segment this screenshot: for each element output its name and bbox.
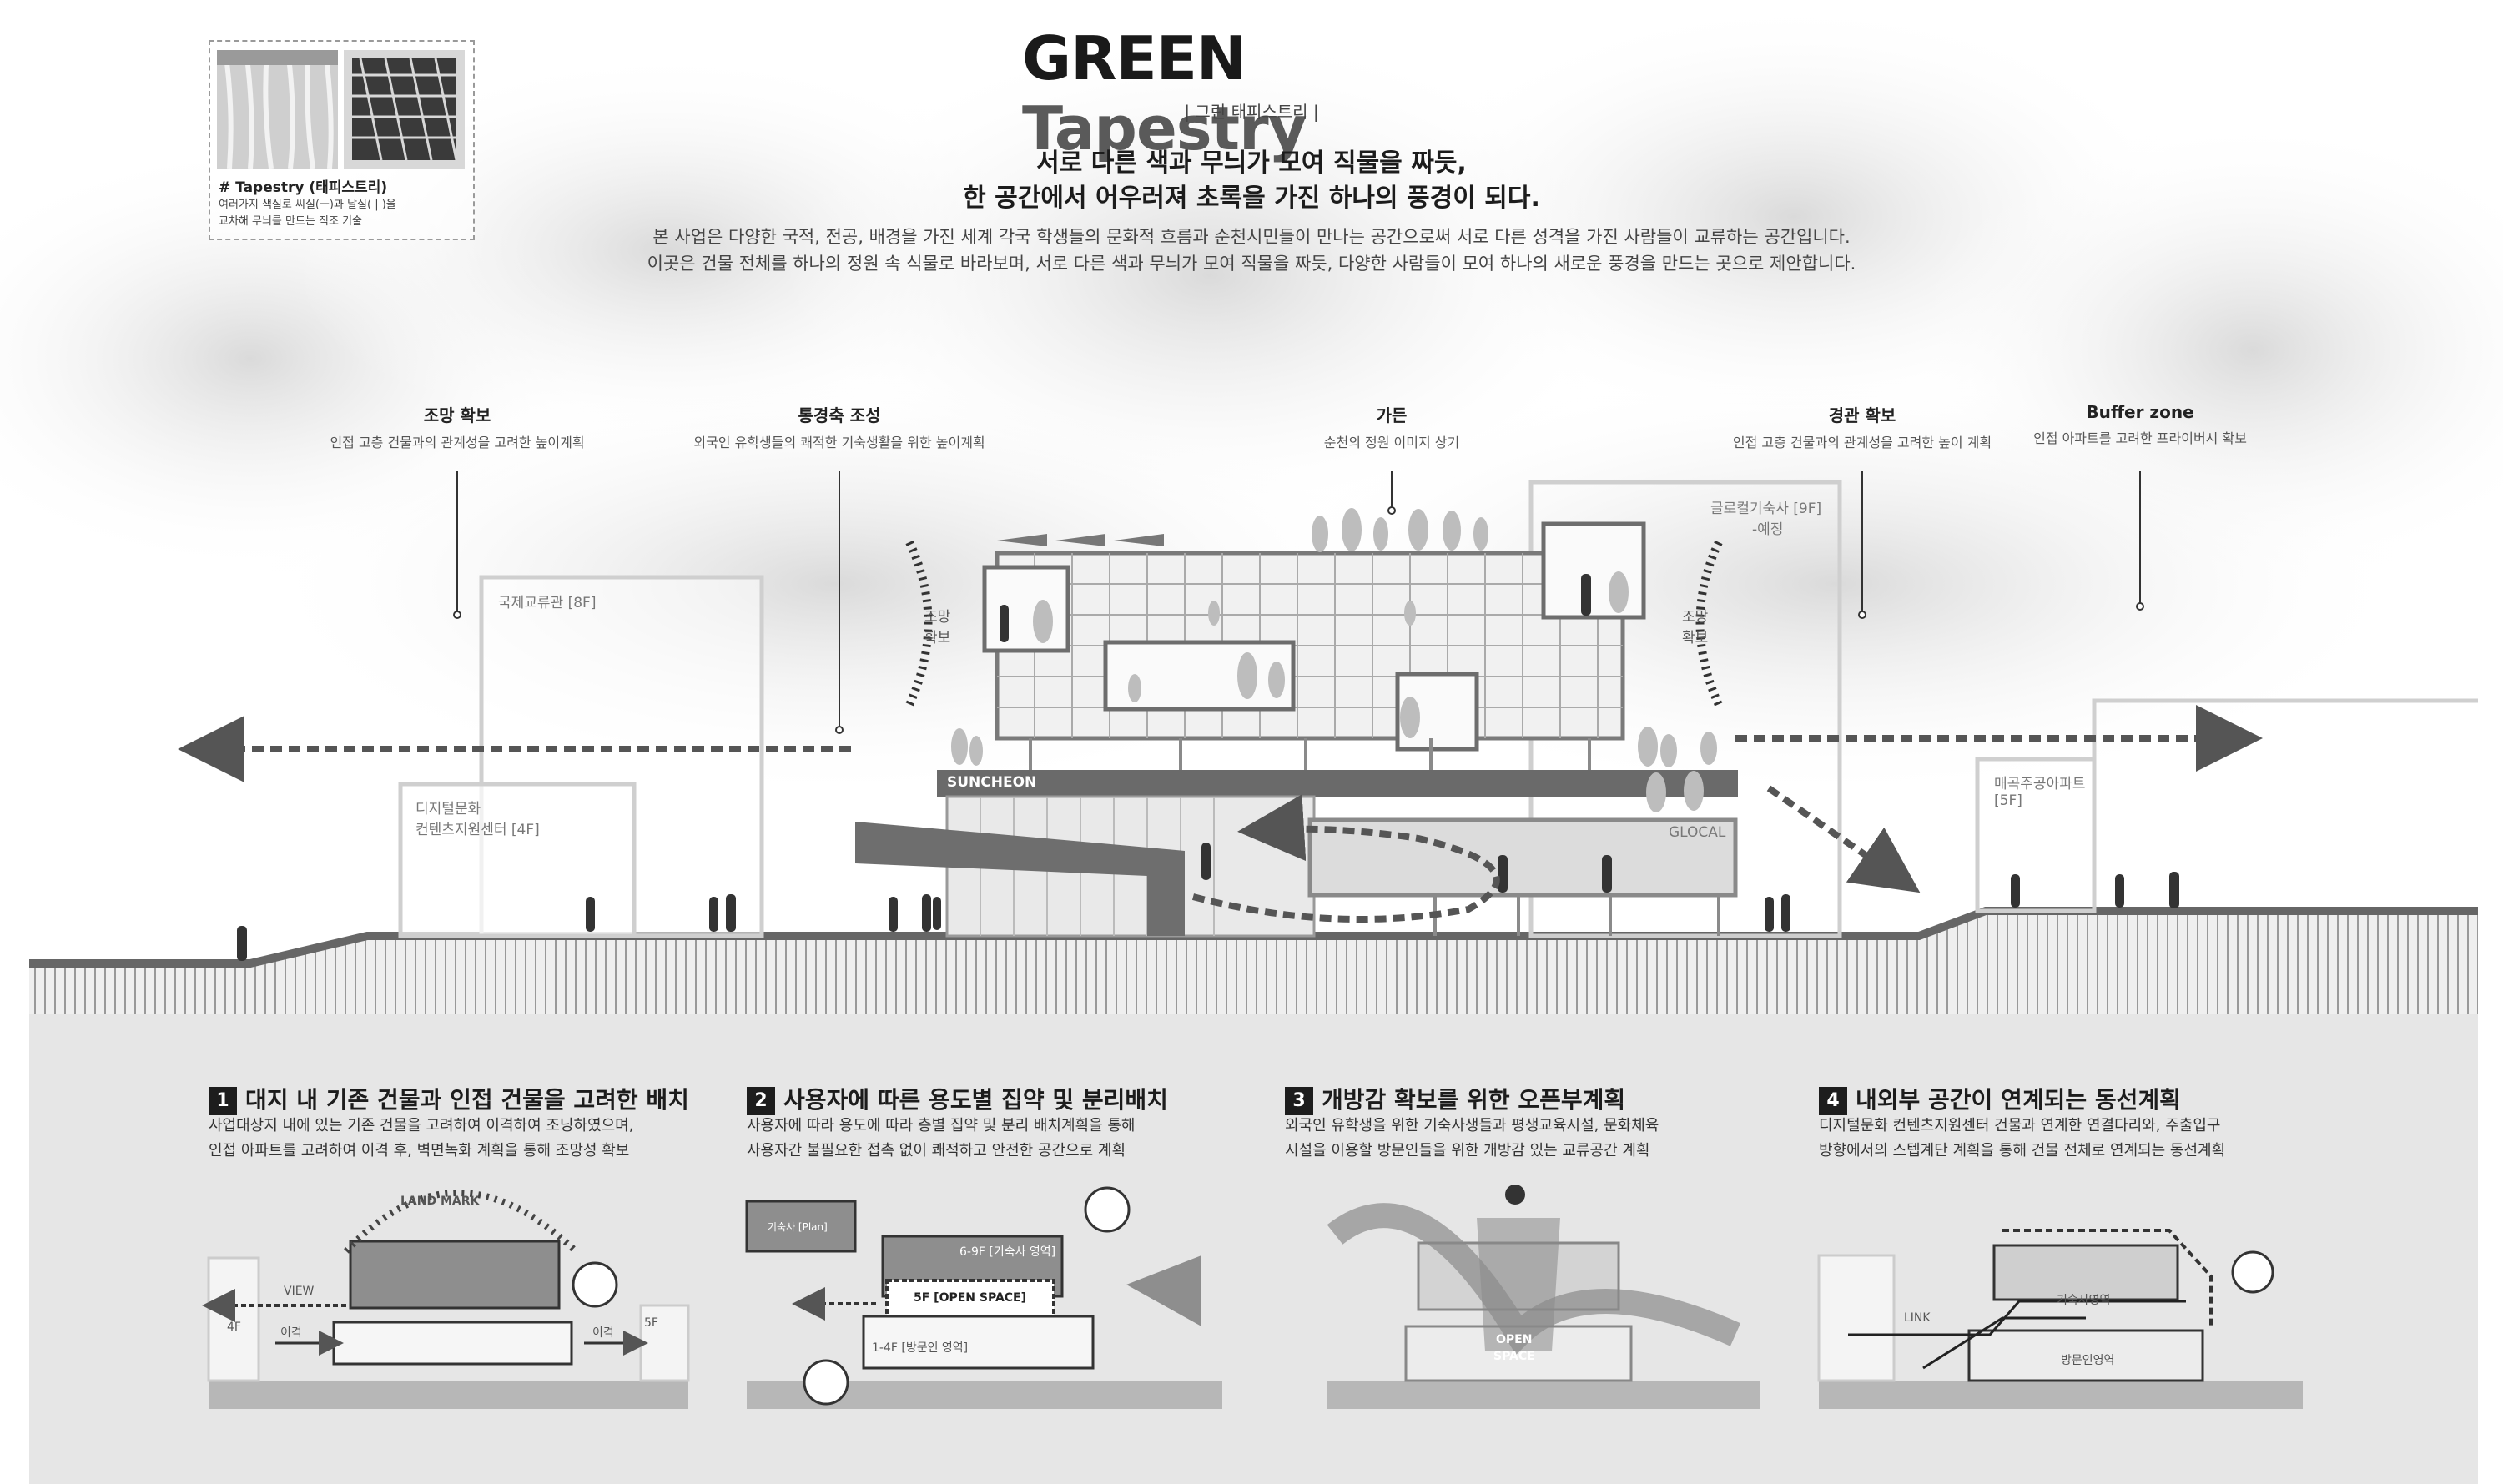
label-glocal: GLOCAL: [1669, 824, 1726, 841]
p2-open: 5F [OPEN SPACE]: [914, 1291, 1027, 1305]
panel-3-description: 외국인 유학생을 위한 기숙사생들과 평생교육시설, 문화체육 시설을 이용할 …: [1285, 1114, 1802, 1164]
callout-leaders: [453, 471, 2144, 734]
people: [237, 574, 2179, 961]
label-view-left-1: 조망: [924, 609, 951, 626]
p2-lower: 1-4F [방문인 영역]: [872, 1341, 969, 1355]
panel-4-description: 디지털문화 컨텐츠지원센터 건물과 연계한 연결다리와, 주출입구 방향에서의 …: [1819, 1114, 2336, 1164]
headline-1: 서로 다른 색과 무늬가 모여 직물을 짜듯,: [1036, 148, 1467, 178]
title-main: GREEN: [1022, 23, 1246, 93]
headline-2: 한 공간에서 어우러져 초록을 가진 하나의 풍경이 되다.: [963, 184, 1540, 213]
panel-4-title: 4 내외부 공간이 연계되는 동선계획: [1819, 1082, 2181, 1115]
callout-title: 경관 확보: [1828, 405, 1896, 425]
title-accent: Tapestry: [1022, 93, 1307, 163]
label-digital-1: 디지털문화: [415, 801, 481, 817]
label-intl-center: 국제교류관 [8F]: [498, 595, 597, 611]
label-view-right-2: 확보: [1682, 630, 1709, 646]
label-view-left-2: 확보: [924, 630, 951, 646]
panel-desc-line: 외국인 유학생을 위한 기숙사생들과 평생교육시설, 문화체육: [1285, 1117, 1659, 1134]
callout-title: 통경축 조성: [798, 405, 881, 425]
callout-sub: 인접 아파트를 고려한 프라이버시 확보: [2033, 430, 2247, 446]
p2-upper: 6-9F [기숙사 영역]: [959, 1245, 1056, 1259]
yarn-image: [217, 50, 338, 169]
callout-title: 가든: [1376, 405, 1408, 425]
panel-1-description: 사업대상지 내에 있는 기존 건물을 고려하여 이격하여 조닝하였으며, 인접 …: [209, 1114, 726, 1164]
label-digital-2: 컨텐츠지원센터 [4F]: [415, 822, 540, 838]
p2-plan: 기숙사 [Plan]: [768, 1221, 828, 1233]
panel-desc-line: 사용자간 불필요한 접촉 없이 쾌적하고 안전한 공간으로 계획: [747, 1142, 1126, 1160]
p1-view: VIEW: [284, 1285, 315, 1298]
neighbour-buildings: [398, 480, 2478, 938]
label-apartment-1: 매곡주공아파트: [1994, 776, 2086, 792]
panel-2-description: 사용자에 따라 용도에 따라 층별 집약 및 분리 배치계획을 통해 사용자간 …: [747, 1114, 1264, 1164]
p3-open-2: SPACE: [1493, 1350, 1535, 1363]
callout-buffer: Buffer zone 인접 아파트를 고려한 프라이버시 확보: [1965, 402, 2315, 447]
panel-number: 4: [1819, 1087, 1847, 1115]
tapestry-desc-line-1: 여러가지 색실로 씨실(ㅡ)과 날실( | )을: [219, 199, 396, 211]
weave-image: [344, 50, 465, 169]
panel-title-text: 사용자에 따른 용도별 집약 및 분리배치: [783, 1086, 1168, 1114]
p1-gap-2: 이격: [592, 1326, 614, 1340]
p1-landmark: LAND MARK: [400, 1195, 480, 1208]
tapestry-desc-line-2: 교차해 무늬를 만드는 직조 기술: [219, 215, 363, 228]
description-2: 이곳은 건물 전체를 하나의 정원 속 식물로 바라보며, 서로 다른 색과 무…: [647, 254, 1856, 274]
tapestry-note: # Tapestry (태피스트리) 여러가지 색실로 씨실(ㅡ)과 날실( |…: [209, 40, 475, 240]
panel-diagrams: [202, 1185, 2303, 1409]
panel-title-text: 대지 내 기존 건물과 인접 건물을 고려한 배치: [245, 1086, 689, 1114]
panel-number: 2: [747, 1087, 775, 1115]
p1-gap-1: 이격: [280, 1326, 302, 1340]
callout-view: 조망 확보 인접 고층 건물과의 관계성을 고려한 높이계획: [282, 402, 632, 451]
panel-desc-line: 디지털문화 컨텐츠지원센터 건물과 연계한 연결다리와, 주출입구: [1819, 1117, 2221, 1134]
callout-title: Buffer zone: [2086, 402, 2194, 422]
trees: [951, 508, 1717, 812]
label-view-right-1: 조망: [1682, 609, 1709, 626]
p4-link: LINK: [1904, 1311, 1931, 1325]
view-arcs: [905, 540, 1723, 707]
panel-desc-line: 사업대상지 내에 있는 기존 건물을 고려하여 이격하여 조닝하였으며,: [209, 1117, 634, 1134]
panel-title-text: 내외부 공간이 연계되는 동선계획: [1856, 1086, 2181, 1114]
tapestry-title: # Tapestry (태피스트리): [219, 179, 388, 196]
callout-axis: 통경축 조성 외국인 유학생들의 쾌적한 기숙생활을 위한 높이계획: [664, 402, 1015, 451]
callout-sub: 순천의 정원 이미지 상기: [1323, 435, 1460, 450]
panel-2-title: 2 사용자에 따른 용도별 집약 및 분리배치: [747, 1082, 1168, 1115]
p4-visitor: 방문인영역: [2061, 1354, 2115, 1367]
callout-garden: 가든 순천의 정원 이미지 상기: [1216, 402, 1567, 451]
page-title: GREEN Tapestry: [1022, 23, 1523, 163]
panel-desc-line: 사용자에 따라 용도에 따라 층별 집약 및 분리 배치계획을 통해: [747, 1117, 1136, 1134]
panel-1-title: 1 대지 내 기존 건물과 인접 건물을 고려한 배치: [209, 1082, 689, 1115]
p1-5f: 5F: [644, 1316, 658, 1330]
description-1: 본 사업은 다양한 국적, 전공, 배경을 가진 세계 각국 학생들의 문화적 …: [652, 227, 1851, 247]
callout-sub: 외국인 유학생들의 쾌적한 기숙생활을 위한 높이계획: [693, 435, 985, 450]
callout-title: 조망 확보: [423, 405, 491, 425]
callout-sub: 인접 고층 건물과의 관계성을 고려한 높이 계획: [1732, 435, 1992, 450]
panel-desc-line: 인접 아파트를 고려하여 이격 후, 벽면녹화 계획을 통해 조망성 확보: [209, 1142, 630, 1160]
callout-landscape: 경관 확보 인접 고층 건물과의 관계성을 고려한 높이 계획: [1687, 402, 2037, 451]
p3-open-1: OPEN: [1496, 1333, 1533, 1346]
label-glocal-dorm-1: 글로컬기숙사 [9F]: [1710, 501, 1822, 517]
tapestry-description: 여러가지 색실로 씨실(ㅡ)과 날실( | )을 교차해 무늬를 만드는 직조 …: [219, 197, 469, 230]
panel-number: 3: [1285, 1087, 1313, 1115]
flow-arrows: [178, 705, 2263, 923]
panel-desc-line: 시설을 이용할 방문인들을 위한 개방감 있는 교류공간 계획: [1285, 1142, 1650, 1160]
callout-sub: 인접 고층 건물과의 관계성을 고려한 높이계획: [330, 435, 585, 450]
label-apartment-2: [5F]: [1994, 792, 2022, 809]
p1-4f: 4F: [227, 1321, 241, 1334]
page-subtitle: | 그린 태피스트리 |: [1184, 102, 1319, 122]
panel-3-title: 3 개방감 확보를 위한 오픈부계획: [1285, 1082, 1625, 1115]
panel-title-text: 개방감 확보를 위한 오픈부계획: [1322, 1086, 1626, 1114]
panel-number: 1: [209, 1087, 237, 1115]
p4-dorm: 기숙사영역: [2057, 1294, 2111, 1307]
label-glocal-dorm-2: -예정: [1752, 521, 1784, 538]
panel-desc-line: 방향에서의 스텝계단 계획을 통해 건물 전체로 연계되는 동선계획: [1819, 1142, 2226, 1160]
label-suncheon: SUNCHEON: [947, 774, 1037, 791]
